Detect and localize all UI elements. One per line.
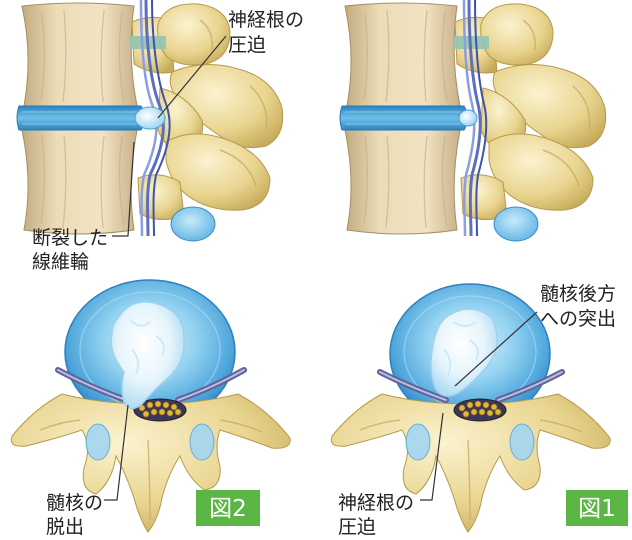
facet-right [510,424,534,460]
label-fig2-torn-annulus-line1: 断裂した [32,227,108,249]
intervertebral-disc [340,106,468,130]
protruding-nucleus [459,110,477,126]
facet-right [190,424,214,460]
superior-articular-process [481,4,553,65]
intervertebral-disc [17,106,145,130]
figure-tag-fig2: 図2 [196,490,260,526]
label-fig2-nerve-root-compression-line1: 神経根の [228,9,304,31]
label-fig1-nucleus-protrusion-line2: への突出 [540,308,616,330]
label-fig2-nucleus-extrusion-line1: 髄核の [46,492,103,514]
lateral-view-fig1 [340,0,606,241]
dural-sac-cross-section [171,207,215,241]
dural-sac-cross-section [494,207,538,241]
label-fig2-nerve-root-compression-line2: 圧迫 [228,34,266,56]
label-fig1-nerve-root-compression-line1: 神経根の [338,492,414,514]
figure-tag-fig1-text: 図1 [578,496,616,522]
facet-left [86,424,110,460]
superior-articular-process [158,4,230,65]
label-fig1-nerve-root-compression-line2: 圧迫 [338,516,376,538]
herniated-nucleus [135,107,165,129]
figure-tag-fig2-text: 図2 [209,496,247,522]
label-fig2-torn-annulus-line2: 線維輪 [32,251,89,273]
label-fig1-nucleus-protrusion-line1: 髄核後方 [540,283,616,305]
label-fig2-nucleus-extrusion-line2: 脱出 [46,516,84,538]
facet-left [406,424,430,460]
figure-tag-fig1: 図1 [566,490,628,526]
